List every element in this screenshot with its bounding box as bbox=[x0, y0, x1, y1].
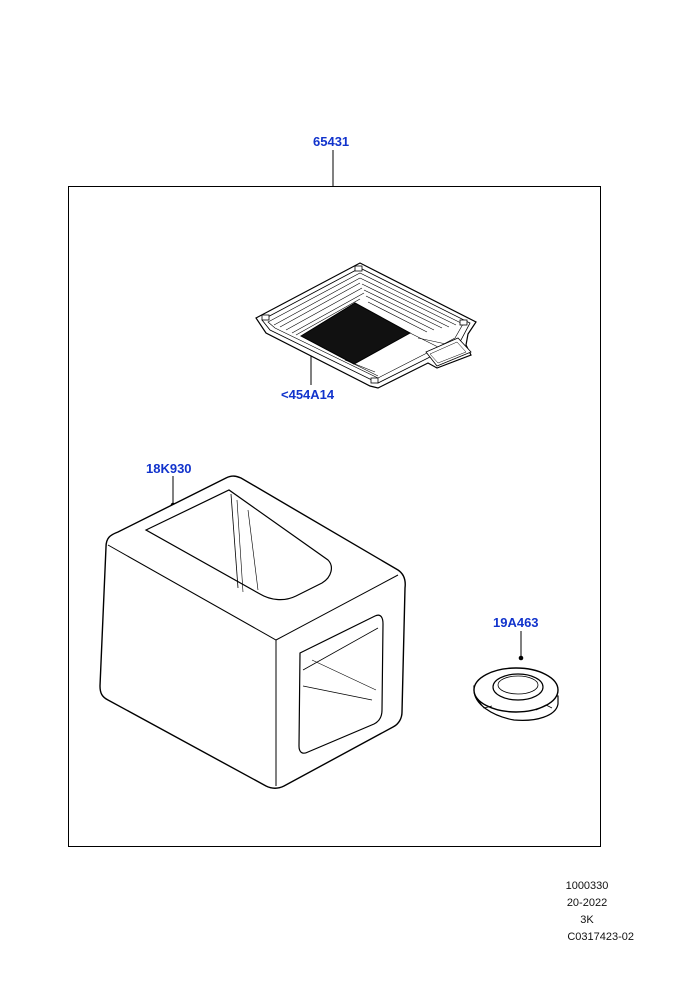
callout-18k930[interactable]: 18K930 bbox=[146, 461, 192, 476]
callout-65431[interactable]: 65431 bbox=[313, 134, 350, 149]
leader-dot-19a463 bbox=[518, 655, 524, 661]
console-box bbox=[99, 475, 406, 789]
ring-part bbox=[473, 667, 559, 721]
assembly-frame bbox=[68, 186, 601, 847]
reference-line-2: 20-2022 bbox=[566, 897, 608, 909]
reference-line-4: C0317423-02 bbox=[567, 931, 634, 943]
reference-line-1: 1000330 bbox=[565, 880, 609, 892]
reference-block: 1000330 20-2022 3K C0317423-02 bbox=[540, 878, 634, 946]
reference-line-3: 3K bbox=[580, 914, 594, 926]
callout-19a463[interactable]: 19A463 bbox=[493, 615, 539, 630]
leader-lines bbox=[172, 150, 522, 659]
callout-454a14[interactable]: <454A14 bbox=[281, 387, 335, 402]
floor-mat bbox=[255, 262, 477, 389]
